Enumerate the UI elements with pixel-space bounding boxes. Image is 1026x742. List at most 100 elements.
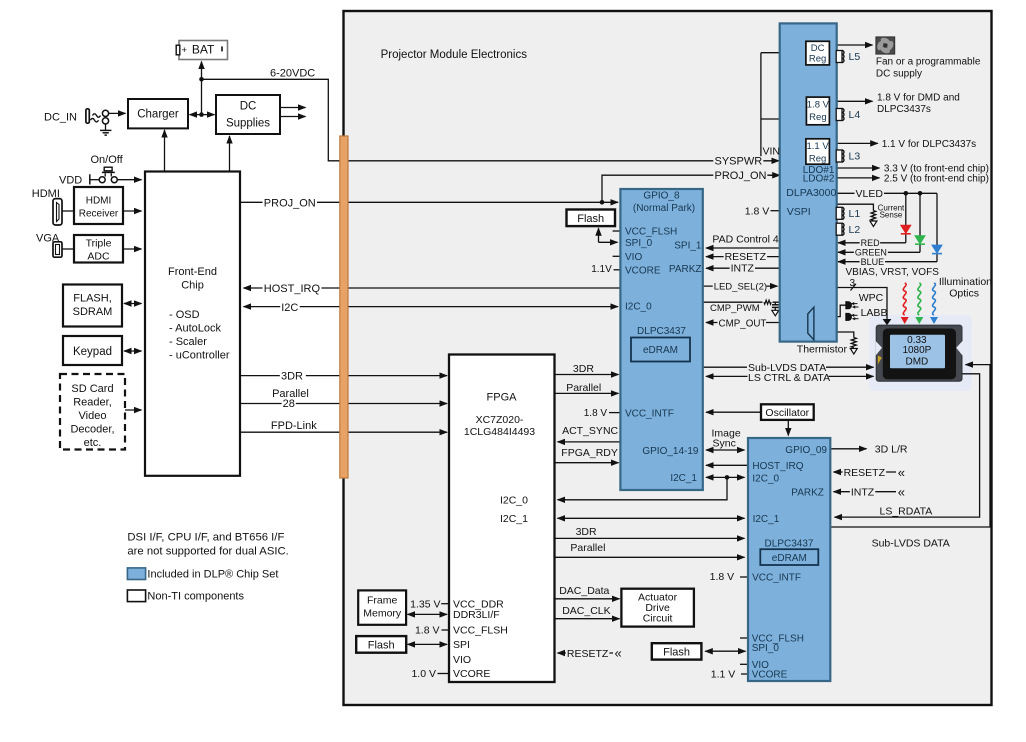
svg-text:- OSD: - OSD bbox=[169, 309, 200, 321]
svg-text:LS CTRL & DATA: LS CTRL & DATA bbox=[748, 372, 830, 384]
svg-text:SDRAM: SDRAM bbox=[73, 306, 113, 318]
svg-text:I2C_1: I2C_1 bbox=[670, 473, 697, 484]
svg-text:(Normal Park): (Normal Park) bbox=[633, 203, 695, 214]
svg-text:ADC: ADC bbox=[87, 251, 110, 263]
svg-text:28: 28 bbox=[283, 398, 295, 410]
svg-text:Sub-LVDS DATA: Sub-LVDS DATA bbox=[872, 537, 950, 549]
svg-text:DSI I/F, CPU I/F, and BT656 I/: DSI I/F, CPU I/F, and BT656 I/F bbox=[127, 532, 284, 544]
svg-text:Reg: Reg bbox=[809, 54, 826, 65]
svg-text:Circuit: Circuit bbox=[643, 613, 673, 625]
svg-text:HOST_IRQ: HOST_IRQ bbox=[264, 283, 321, 295]
svg-text:VBIAS, VRST, VOFS: VBIAS, VRST, VOFS bbox=[846, 267, 940, 278]
svg-text:Triple: Triple bbox=[86, 238, 112, 250]
svg-text:Projector Module Electronics: Projector Module Electronics bbox=[381, 49, 528, 61]
svg-text:PROJ_ON: PROJ_ON bbox=[264, 198, 316, 210]
svg-text:SPI_1: SPI_1 bbox=[674, 241, 702, 252]
svg-text:LS_RDATA: LS_RDATA bbox=[880, 506, 933, 518]
svg-text:Oscillator: Oscillator bbox=[765, 407, 809, 419]
svg-text:VCC_FLSH: VCC_FLSH bbox=[453, 625, 508, 637]
svg-text:PARKZ: PARKZ bbox=[791, 488, 824, 499]
svg-text:VDD: VDD bbox=[59, 174, 82, 186]
svg-text:«: « bbox=[898, 485, 905, 500]
svg-text:PROJ_ON: PROJ_ON bbox=[715, 170, 767, 182]
svg-text:L3: L3 bbox=[849, 151, 861, 163]
svg-text:Sync: Sync bbox=[713, 437, 736, 449]
svg-text:HOST_IRQ: HOST_IRQ bbox=[752, 461, 803, 472]
svg-text:HDMI: HDMI bbox=[86, 196, 112, 207]
svg-text:6-20VDC: 6-20VDC bbox=[270, 67, 315, 79]
svg-text:1.8 V for DMD and: 1.8 V for DMD and bbox=[877, 93, 960, 104]
svg-text:1.0 V: 1.0 V bbox=[411, 668, 436, 680]
svg-text:SD Card: SD Card bbox=[71, 383, 113, 395]
svg-text:BLUE: BLUE bbox=[861, 257, 885, 267]
svg-text:VCC_INTF: VCC_INTF bbox=[752, 572, 801, 583]
svg-text:VIO: VIO bbox=[752, 660, 769, 671]
svg-text:Flash: Flash bbox=[663, 647, 690, 659]
svg-text:FLASH,: FLASH, bbox=[73, 293, 112, 305]
svg-text:LED_SEL(2): LED_SEL(2) bbox=[714, 281, 767, 292]
svg-text:DLPC3437s: DLPC3437s bbox=[877, 104, 931, 115]
svg-text:BAT: BAT bbox=[192, 43, 215, 57]
svg-text:1.8 V: 1.8 V bbox=[415, 625, 440, 637]
svg-text:1CLG484I4493: 1CLG484I4493 bbox=[464, 426, 535, 438]
svg-text:Non-TI components: Non-TI components bbox=[147, 591, 244, 603]
svg-text:DAC_Data: DAC_Data bbox=[559, 585, 609, 597]
svg-text:CMP_PWM: CMP_PWM bbox=[710, 303, 760, 314]
svg-text:1.8 V: 1.8 V bbox=[710, 571, 735, 583]
svg-text:VCC_FLSH: VCC_FLSH bbox=[625, 226, 677, 237]
svg-text:GPIO_09: GPIO_09 bbox=[785, 445, 827, 456]
svg-text:Receiver: Receiver bbox=[79, 209, 119, 220]
svg-text:INTZ: INTZ bbox=[851, 487, 875, 499]
svg-text:L2: L2 bbox=[849, 224, 861, 236]
svg-text:VCC_DDR: VCC_DDR bbox=[453, 598, 504, 610]
svg-text:WPC: WPC bbox=[859, 292, 884, 304]
svg-text:DC: DC bbox=[811, 43, 825, 54]
svg-text:Frame: Frame bbox=[367, 595, 397, 607]
svg-text:DLPA3000: DLPA3000 bbox=[786, 187, 836, 199]
svg-text:ACT_SYNC: ACT_SYNC bbox=[562, 425, 618, 437]
svg-text:VCORE: VCORE bbox=[752, 670, 788, 681]
svg-text:DAC_CLK: DAC_CLK bbox=[562, 605, 610, 617]
svg-text:2.5 V (to front-end chip): 2.5 V (to front-end chip) bbox=[884, 174, 989, 185]
svg-text:1.8 V: 1.8 V bbox=[745, 206, 770, 218]
svg-text:SPI_0: SPI_0 bbox=[625, 238, 653, 249]
svg-text:On/Off: On/Off bbox=[91, 154, 124, 166]
svg-text:Supplies: Supplies bbox=[226, 118, 270, 130]
svg-text:Video: Video bbox=[79, 410, 107, 422]
svg-text:DMD: DMD bbox=[906, 356, 929, 367]
svg-text:CMP_OUT: CMP_OUT bbox=[719, 319, 767, 330]
svg-text:Chip: Chip bbox=[181, 280, 204, 292]
svg-text:L4: L4 bbox=[849, 109, 861, 121]
svg-text:Keypad: Keypad bbox=[73, 346, 112, 358]
svg-text:FPD-Link: FPD-Link bbox=[271, 420, 317, 432]
svg-text:PARKZ: PARKZ bbox=[669, 264, 702, 275]
svg-text:HDMI: HDMI bbox=[32, 188, 60, 200]
svg-text:Parallel: Parallel bbox=[570, 542, 605, 554]
svg-text:VIO: VIO bbox=[453, 654, 471, 666]
svg-text:Current: Current bbox=[878, 204, 905, 213]
svg-text:Drive: Drive bbox=[645, 602, 670, 614]
svg-text:«: « bbox=[898, 465, 905, 480]
svg-text:I2C_0: I2C_0 bbox=[625, 302, 652, 313]
svg-text:3.3 V (to front-end chip): 3.3 V (to front-end chip) bbox=[884, 163, 989, 174]
svg-text:0.33: 0.33 bbox=[907, 335, 927, 346]
svg-text:Sense: Sense bbox=[880, 211, 903, 220]
svg-text:DLPC3437: DLPC3437 bbox=[765, 538, 814, 549]
svg-text:I2C_0: I2C_0 bbox=[500, 495, 528, 507]
svg-text:INTZ: INTZ bbox=[731, 263, 755, 275]
svg-text:1.1 V: 1.1 V bbox=[807, 141, 830, 152]
svg-text:I2C: I2C bbox=[281, 302, 298, 314]
svg-text:LDO#2: LDO#2 bbox=[803, 173, 835, 184]
svg-text:RED: RED bbox=[861, 238, 881, 248]
svg-text:- uController: - uController bbox=[169, 349, 230, 361]
svg-text:- Scaler: - Scaler bbox=[169, 336, 207, 348]
svg-text:3DR: 3DR bbox=[573, 363, 594, 375]
svg-text:VIN: VIN bbox=[763, 146, 781, 158]
svg-text:Thermistor: Thermistor bbox=[797, 343, 848, 355]
svg-text:DC supply: DC supply bbox=[876, 68, 922, 79]
svg-text:FPGA: FPGA bbox=[487, 392, 518, 404]
svg-text:3DR: 3DR bbox=[281, 370, 303, 382]
svg-text:RESETZ: RESETZ bbox=[844, 467, 886, 479]
svg-text:SYSPWR: SYSPWR bbox=[715, 156, 763, 168]
svg-text:Flash: Flash bbox=[577, 213, 604, 225]
